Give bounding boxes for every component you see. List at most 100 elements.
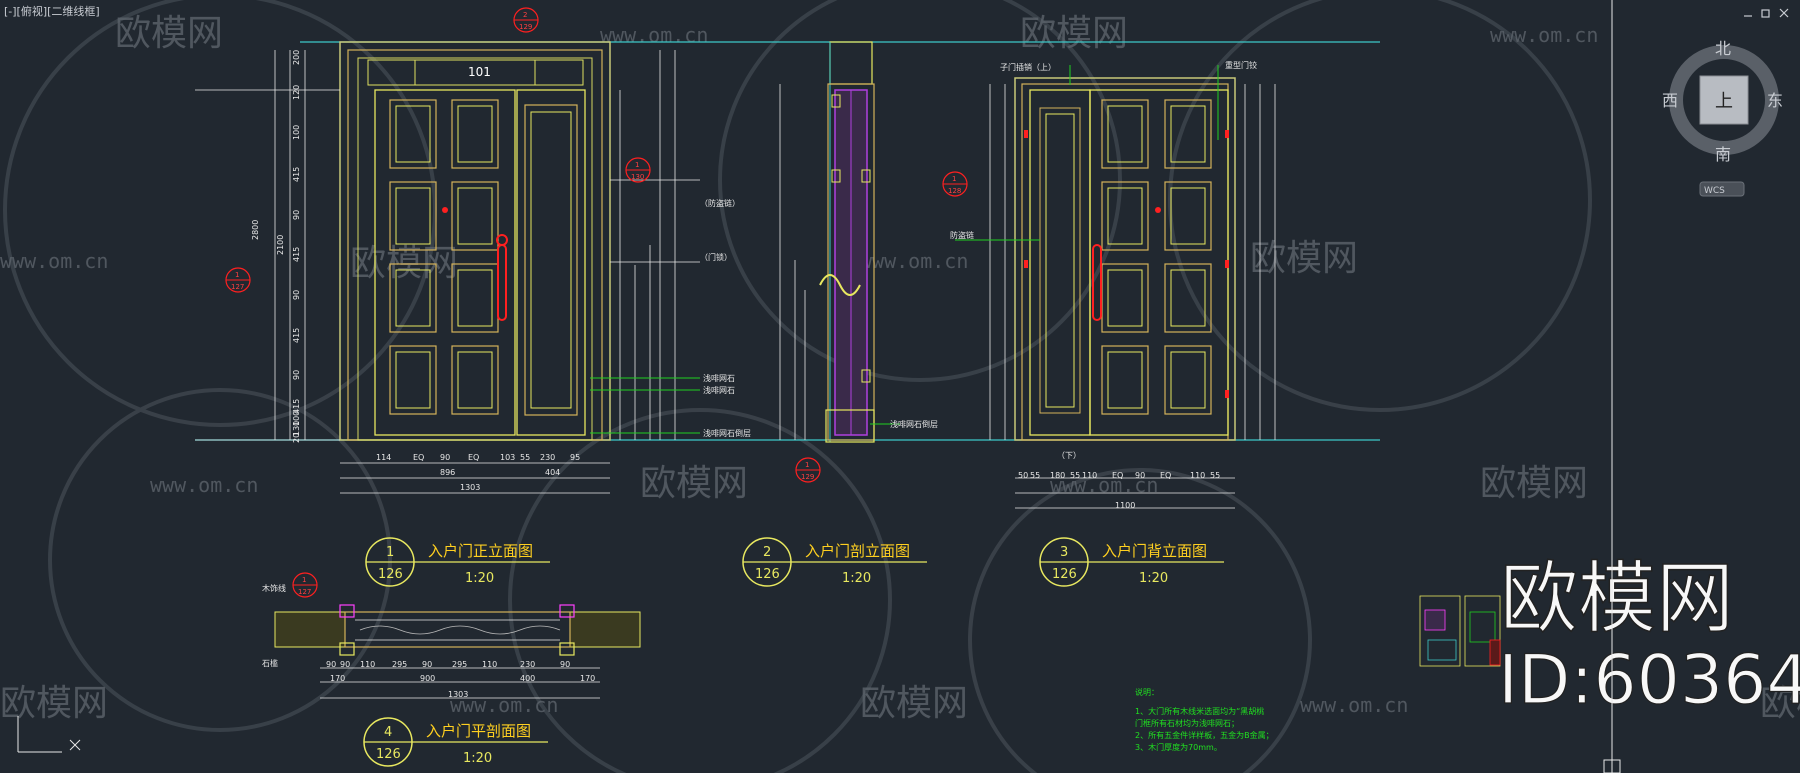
dim-1303: 1303: [460, 483, 480, 492]
drawing-sheet: 126: [1052, 567, 1077, 582]
label-stone4: 浅啡网石倒层: [890, 419, 938, 429]
back-handle: [1024, 130, 1229, 398]
note-line: 1、大门所有木线米选面均为“黑胡桃: [1135, 706, 1264, 716]
dim-text: 100: [292, 125, 301, 140]
viewcube[interactable]: 上 北 南 东 西 WCS: [1662, 39, 1783, 197]
plan-section[interactable]: [274, 604, 641, 656]
dim-text: 20: [292, 433, 301, 443]
compass-west[interactable]: 西: [1662, 91, 1678, 110]
dim-text: 400: [520, 674, 535, 683]
section-elevation[interactable]: [819, 41, 875, 443]
dim-text: 110: [482, 660, 497, 669]
drawing-title: 入户门平剖面图: [426, 722, 531, 740]
reference-lines: [195, 41, 1380, 441]
label-hidden-hinge: 重型门铰: [1225, 60, 1257, 70]
callout-bottom: 127: [298, 588, 311, 596]
dim-text: 896: [440, 468, 455, 477]
dim-text: 90: [440, 453, 450, 462]
dim-text: 110: [1190, 471, 1205, 480]
callout-bottom: 130: [631, 173, 644, 181]
label-down: （下）: [1057, 451, 1081, 460]
front-handle: [442, 207, 508, 321]
drawing-titles: 1126入户门正立面图1:202126入户门剖立面图1:203126入户门背立面…: [363, 537, 1224, 767]
label-wood-line: 木饰线: [262, 583, 286, 593]
compass-north[interactable]: 北: [1715, 39, 1731, 58]
dim-text: 230: [540, 453, 555, 462]
label-stone-line: 石槛: [262, 658, 278, 668]
dim-text: EQ: [468, 453, 479, 462]
watermark-url: www.om.cn: [0, 249, 108, 273]
notes-title: 说明：: [1135, 687, 1159, 697]
label-stone2: 浅啡网石: [703, 385, 735, 395]
drawing-number: 1: [386, 545, 394, 560]
drawing-sheet: 126: [755, 567, 780, 582]
drawing-number: 2: [763, 545, 771, 560]
dim-2800: 2800: [251, 220, 260, 240]
drawing-title: 入户门正立面图: [428, 542, 533, 560]
note-line: 门框所有石材均为浅啡网石；: [1135, 718, 1239, 728]
crosshair-cursor: [1603, 0, 1621, 773]
notes-block: 说明： 1、大门所有木线米选面均为“黑胡桃 门框所有石材均为浅啡网石； 2、所有…: [1135, 687, 1274, 752]
drawing-title-block: 1 126 入户门正立面图 1:20: [365, 537, 550, 587]
callout-bottom: 128: [948, 187, 961, 195]
drawing-number: 4: [384, 725, 392, 740]
drawing-scale: 1:20: [842, 571, 871, 586]
viewport-label[interactable]: [-][俯视][二维线框]: [4, 4, 100, 18]
watermark-brand: 欧模网: [1480, 463, 1588, 504]
label-stone3: 浅啡网石倒层: [703, 428, 751, 438]
dim-text: 200: [292, 50, 301, 65]
dim-text: EQ: [1160, 471, 1171, 480]
dim-text: 230: [520, 660, 535, 669]
watermark-brand: 欧模网: [860, 683, 968, 724]
svg-text:ID:603647: ID:603647: [1498, 641, 1800, 720]
dim-text: 100: [292, 411, 301, 426]
wcs-button[interactable]: WCS: [1704, 186, 1725, 196]
dim-text: 90: [1135, 471, 1145, 480]
dim-text: 900: [420, 674, 435, 683]
label-door-lock: （门锁）: [700, 252, 732, 262]
drawing-scale: 1:20: [1139, 571, 1168, 586]
viewcube-top[interactable]: 上: [1715, 91, 1733, 112]
watermark-url: www.om.cn: [150, 473, 258, 497]
window-controls[interactable]: [1744, 8, 1789, 18]
dim-plan-total: 1303: [448, 690, 468, 699]
dim-text: 103: [500, 453, 515, 462]
section-dim-lines: [779, 84, 806, 440]
plan-dim-lines: [320, 667, 600, 699]
big-watermark: 欧模网 ID:603647: [1497, 553, 1800, 720]
note-line: 2、所有五金件详样板，五金为B金属；: [1135, 730, 1274, 740]
front-dim-lines: [195, 50, 700, 494]
drawing-scale: 1:20: [465, 571, 494, 586]
drawing-number: 3: [1060, 545, 1068, 560]
front-elevation[interactable]: 101: [339, 41, 611, 441]
label-sub-latch: 子门插销（上）: [1000, 62, 1056, 72]
callout-bottom: 127: [231, 283, 244, 291]
dim-text: 90: [560, 660, 570, 669]
watermark-brand: 欧模网: [115, 13, 223, 54]
drawing-sheet: 126: [378, 567, 403, 582]
back-door-panels: [1101, 99, 1212, 415]
callout-bottom: 129: [801, 473, 814, 481]
dim-text: 95: [570, 453, 580, 462]
watermark-url: www.om.cn: [860, 249, 968, 273]
watermark-brand: 欧模网: [0, 683, 108, 724]
back-elevation[interactable]: [1014, 77, 1236, 441]
compass-south[interactable]: 南: [1715, 145, 1731, 164]
dim-text: 404: [545, 468, 560, 477]
sheet-thumbnails: [1419, 595, 1501, 667]
dim-text: 90: [422, 660, 432, 669]
watermark-brand: 欧模网: [1760, 683, 1800, 724]
dim-text: 120: [292, 85, 301, 100]
dim-1100: 1100: [1115, 501, 1135, 510]
dim-text: 90: [340, 660, 350, 669]
compass-east[interactable]: 东: [1767, 91, 1783, 110]
watermark-brand: 欧模网: [640, 463, 748, 504]
dim-text: 415: [292, 167, 301, 182]
